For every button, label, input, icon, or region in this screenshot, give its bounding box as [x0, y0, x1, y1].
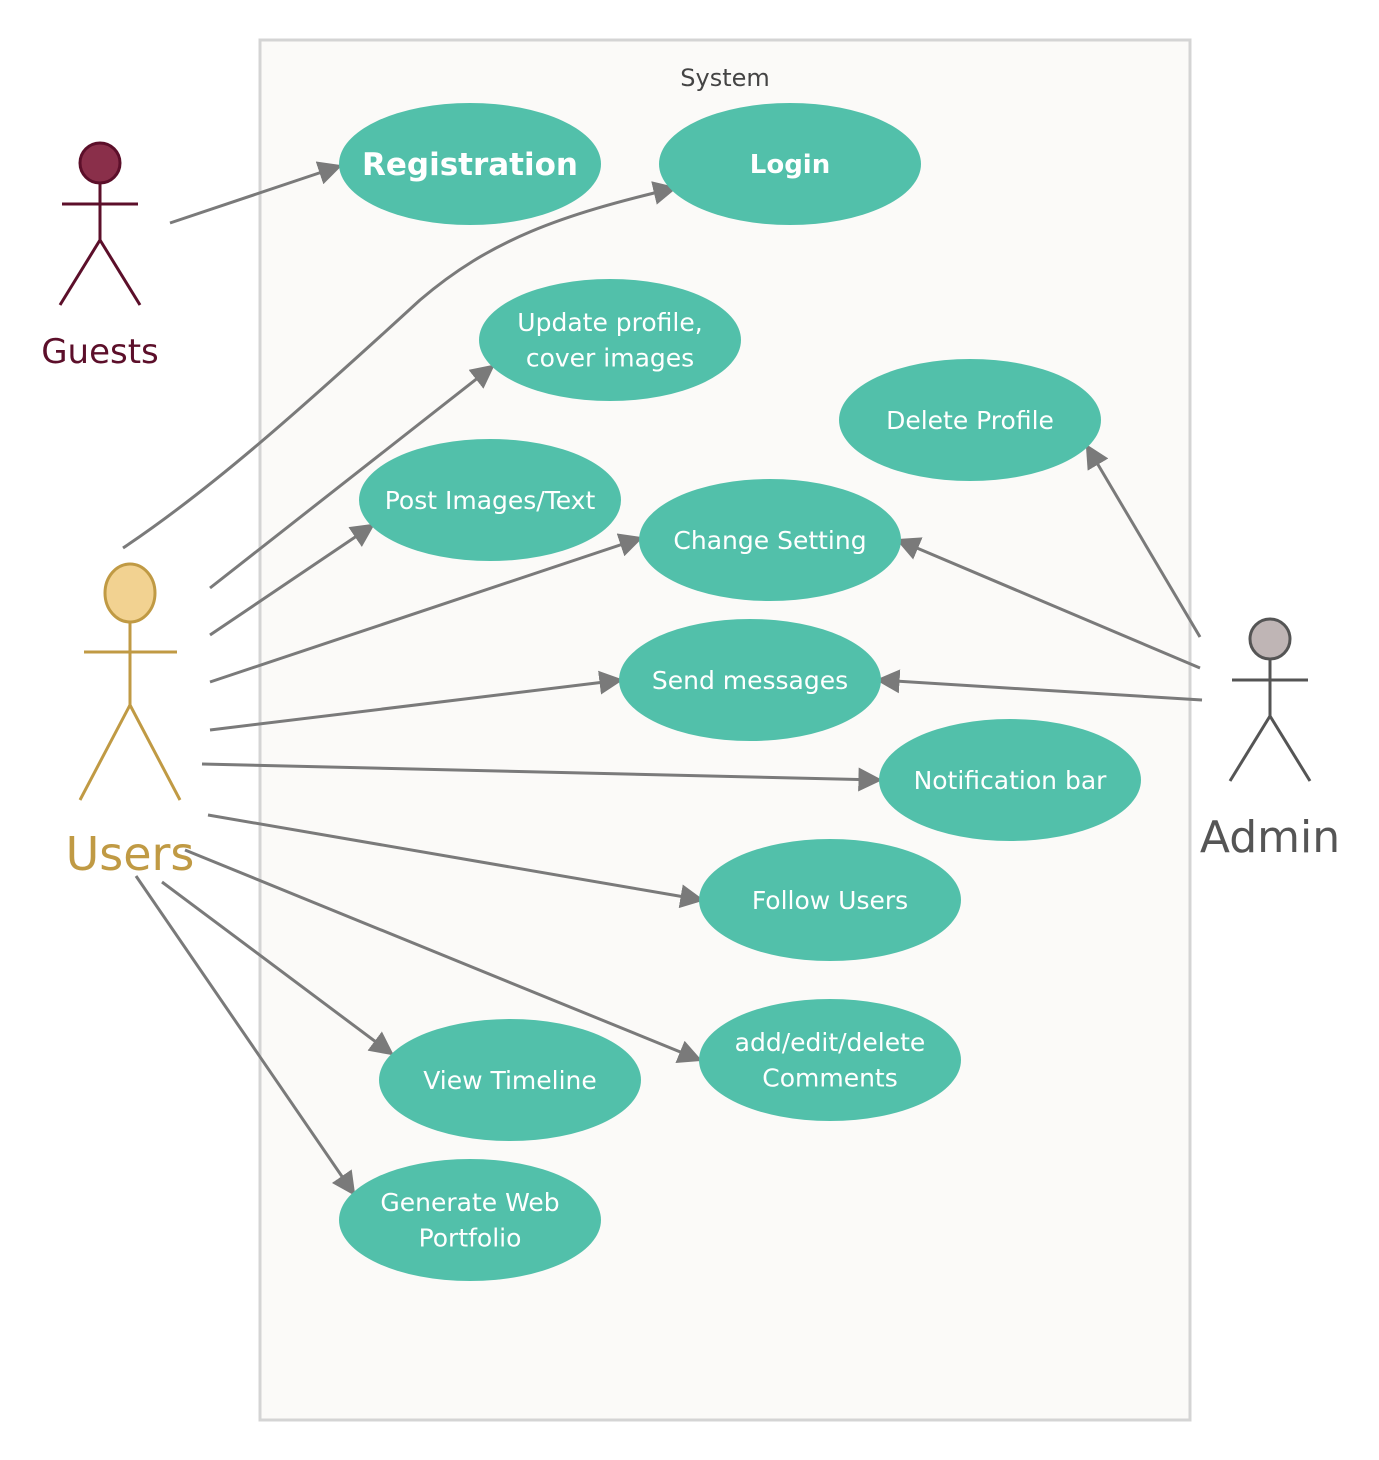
use-case-ellipse	[359, 439, 621, 561]
use-case-label: View Timeline	[423, 1066, 597, 1095]
use-case-ellipse	[699, 839, 961, 961]
association-users-to-generate-web-portfolio	[134, 875, 356, 1196]
actor-guests-head	[78, 141, 122, 185]
use-case-change-setting[interactable]: Change Setting	[639, 479, 901, 601]
actor-admin-leg-right	[1268, 715, 1312, 782]
use-case-label: Notification bar	[914, 766, 1108, 795]
association-users-to-notification-bar	[201, 762, 883, 792]
use-case-label: Registration	[362, 147, 578, 183]
use-case-ellipse	[699, 999, 961, 1121]
use-case-ellipse	[479, 279, 741, 401]
association-users-to-change-setting	[209, 533, 644, 684]
use-case-ellipse	[339, 1159, 601, 1281]
system-label: System	[680, 64, 770, 92]
use-case-label: add/edit/delete	[735, 1028, 926, 1057]
association-users-to-view-timeline	[161, 880, 394, 1056]
actor-admin-label: Admin	[1200, 812, 1340, 863]
association-users-to-update-profile	[209, 364, 495, 590]
use-case-label: Login	[750, 150, 830, 180]
use-case-login[interactable]: Login	[659, 103, 921, 225]
association-admin-to-change-setting	[895, 537, 1201, 670]
use-case-registration[interactable]: Registration	[339, 103, 601, 225]
actor-users-label: Users	[66, 827, 195, 881]
association-users-to-send-messages	[209, 670, 624, 732]
use-case-label: Update profile,	[517, 308, 702, 337]
use-case-send-messages[interactable]: Send messages	[619, 619, 881, 741]
use-case-update-profile[interactable]: Update profile, cover images	[479, 279, 741, 401]
use-case-ellipse	[659, 103, 921, 225]
use-case-label: Delete Profile	[886, 406, 1054, 435]
actor-guests-leg-right	[98, 239, 142, 306]
actor-users-leg-right	[128, 704, 182, 801]
actor-guests[interactable]: Guests	[41, 141, 159, 372]
associations	[122, 161, 1203, 1196]
use-case-label: Portfolio	[419, 1224, 522, 1253]
use-case-delete-profile[interactable]: Delete Profile	[839, 359, 1101, 481]
actor-guests-leg-left	[58, 239, 102, 306]
use-case-follow-users[interactable]: Follow Users	[699, 839, 961, 961]
association-guests-to-registration	[169, 161, 343, 225]
use-case-label: Generate Web	[380, 1188, 559, 1217]
association-users-to-post-images	[209, 523, 375, 637]
use-case-view-timeline[interactable]: View Timeline	[379, 1019, 641, 1141]
use-case-ellipse	[619, 619, 881, 741]
association-users-to-follow-users	[207, 813, 705, 909]
actor-guests-label: Guests	[41, 332, 159, 372]
use-case-label: cover images	[526, 344, 694, 373]
use-case-ellipse	[339, 103, 601, 225]
use-case-label: Follow Users	[752, 886, 908, 915]
actor-users[interactable]: Users	[66, 562, 195, 881]
use-case-ellipse	[639, 479, 901, 601]
use-case-ellipse	[879, 719, 1141, 841]
actor-users-head	[103, 562, 157, 624]
association-users-to-add-edit-delete-comments	[184, 848, 703, 1063]
use-case-ellipse	[839, 359, 1101, 481]
actor-admin-leg-left	[1228, 715, 1272, 782]
use-case-label: Change Setting	[673, 526, 866, 555]
actor-admin-head	[1248, 617, 1292, 661]
association-admin-to-delete-profile	[1085, 443, 1202, 638]
association-users-to-login	[122, 181, 678, 550]
use-case-ellipse	[379, 1019, 641, 1141]
actor-users-leg-left	[78, 704, 132, 801]
association-admin-to-send-messages	[875, 669, 1203, 702]
use-case-label: Send messages	[652, 666, 848, 695]
use-case-label: Comments	[762, 1064, 898, 1093]
actor-admin[interactable]: Admin	[1200, 617, 1340, 863]
use-case-label: Post Images/Text	[385, 486, 596, 515]
use-case-post-images[interactable]: Post Images/Text	[359, 439, 621, 561]
use-case-notification-bar[interactable]: Notification bar	[879, 719, 1141, 841]
